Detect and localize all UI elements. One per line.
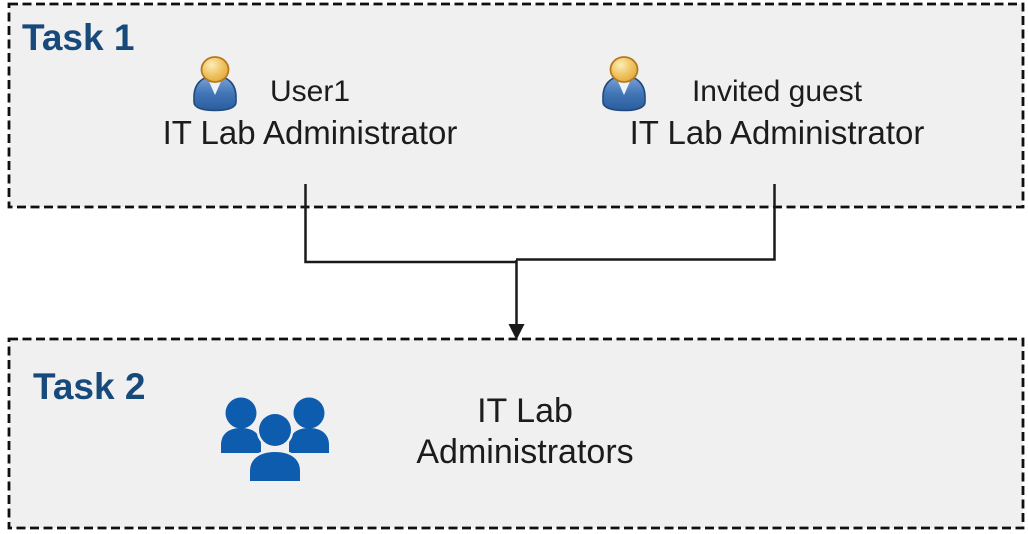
users-group-icon [221, 397, 329, 484]
invited-guest-person-icon [602, 56, 646, 112]
task1-label: Task 1 [22, 17, 135, 58]
invited-guest-caption: Invited guest IT Lab Administrator [577, 70, 977, 151]
user1-person-icon [193, 56, 237, 112]
task2-label: Task 2 [33, 366, 146, 407]
invited-guest-role: IT Lab Administrator [629, 114, 925, 151]
group-caption: IT Lab Administrators [325, 391, 725, 473]
group-name-line2: Administrators [416, 433, 634, 471]
connector-lines [304, 184, 776, 331]
connector-left-elbow [304, 184, 517, 264]
connector-right-elbow [516, 184, 776, 261]
task1-box [7, 2, 1025, 209]
task2-box [7, 337, 1025, 530]
invited-guest-name: Invited guest [691, 75, 863, 108]
arrowhead-down-icon [508, 324, 525, 340]
user1-role: IT Lab Administrator [162, 114, 458, 151]
group-name-line1: IT Lab [477, 392, 573, 430]
user1-caption: User1 IT Lab Administrator [110, 70, 510, 151]
user1-name: User1 [269, 75, 351, 108]
